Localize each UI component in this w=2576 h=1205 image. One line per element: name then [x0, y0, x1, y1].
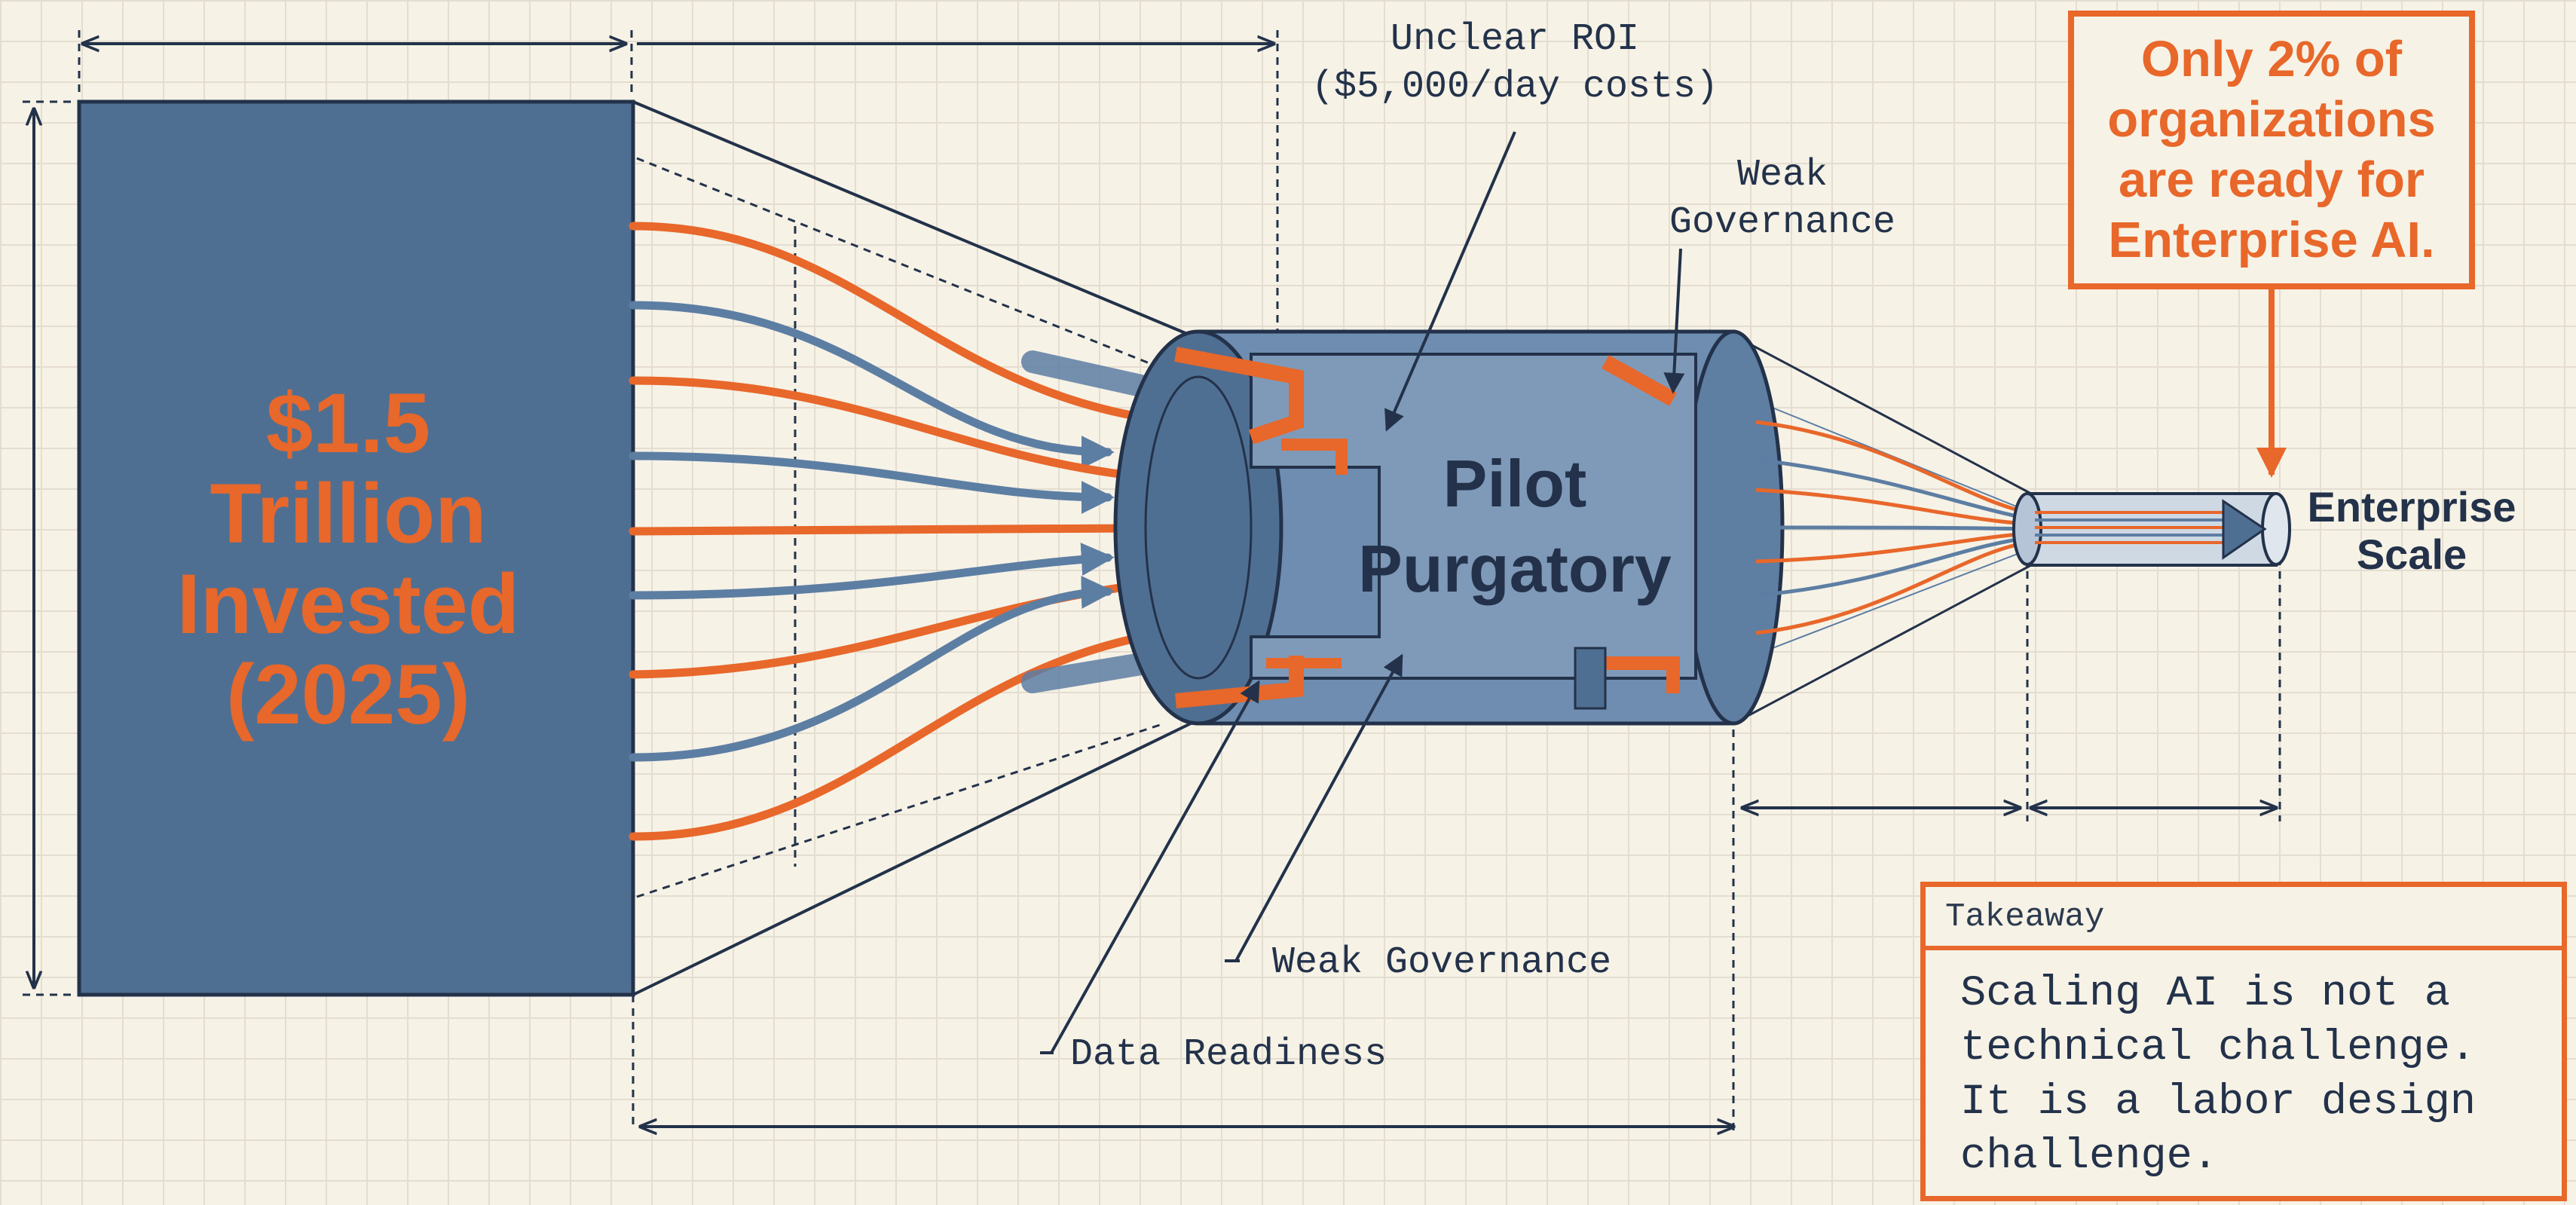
pilot-purgatory-cylinder	[1113, 329, 1785, 726]
investment-block	[77, 99, 635, 997]
takeaway-box: Takeaway Scaling AI is not a technical c…	[1920, 882, 2567, 1201]
investment-line-2: Trillion	[210, 466, 486, 561]
weak-governance-top-line-2: Governance	[1669, 201, 1895, 244]
enterprise-pipe	[2012, 492, 2291, 567]
callout-labels: Unclear ROI ($5,000/day costs) Weak Gove…	[1070, 18, 1895, 1076]
weak-governance-top-line-1: Weak	[1737, 154, 1828, 197]
weak-governance-bottom: Weak Governance	[1272, 941, 1611, 984]
output-label: Enterprise Scale	[2308, 483, 2516, 578]
unclear-roi-line-1: Unclear ROI	[1390, 18, 1639, 61]
callout-arrows	[1040, 131, 1685, 1054]
takeaway-line-1: Scaling AI is not a	[1960, 970, 2450, 1018]
core-label: Pilot Purgatory	[1358, 446, 1672, 606]
output-streams	[1755, 420, 2028, 635]
readiness-line-2: organizations	[2107, 91, 2436, 148]
investment-label: $1.5 Trillion Invested (2025)	[177, 376, 519, 742]
readiness-line-1: Only 2% of	[2140, 31, 2403, 87]
takeaway-body: Scaling AI is not a technical challenge.…	[1926, 950, 2562, 1184]
investment-line-3: Invested	[177, 557, 519, 651]
readiness-callout-box: Only 2% of organizations are ready for E…	[2068, 11, 2475, 289]
takeaway-line-4: challenge.	[1960, 1133, 2219, 1181]
investment-line-1: $1.5	[266, 376, 430, 470]
output-line-1: Enterprise	[2308, 483, 2516, 531]
takeaway-line-3: It is a labor design	[1960, 1078, 2477, 1127]
unclear-roi-line-2: ($5,000/day costs)	[1311, 66, 1718, 109]
investment-line-4: (2025)	[226, 647, 470, 742]
takeaway-heading: Takeaway	[1926, 887, 2562, 950]
output-line-2: Scale	[2357, 531, 2467, 578]
readiness-line-3: are ready for	[2119, 151, 2425, 208]
readiness-line-4: Enterprise AI.	[2108, 212, 2435, 268]
takeaway-line-2: technical challenge.	[1960, 1024, 2477, 1072]
core-line-1: Pilot	[1443, 446, 1587, 521]
data-readiness: Data Readiness	[1070, 1033, 1387, 1076]
core-line-2: Purgatory	[1358, 531, 1672, 606]
dimension-lines	[23, 30, 2281, 1130]
